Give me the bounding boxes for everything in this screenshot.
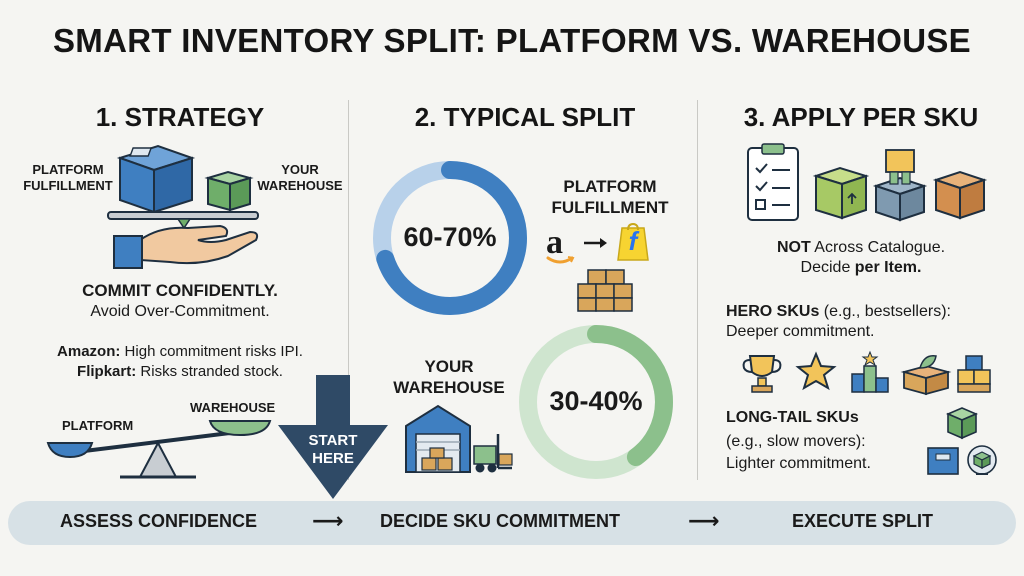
start-here-label: START HERE bbox=[308, 432, 358, 467]
flow-step-assess: ASSESS CONFIDENCE bbox=[60, 511, 258, 531]
long-tail-skus-label: LONG-TAIL SKUs bbox=[726, 409, 859, 426]
process-flow-bar bbox=[8, 501, 1016, 545]
long-tail-lighter-text: Lighter commitment. bbox=[726, 455, 871, 472]
long-tail-icons bbox=[927, 407, 997, 475]
seesaw-scale-icon bbox=[46, 420, 272, 479]
flow-step-decide: DECIDE SKU COMMITMENT bbox=[380, 511, 620, 531]
amazon-logo-icon: a bbox=[546, 224, 563, 261]
platform-share-ring bbox=[373, 161, 527, 315]
column-divider-2 bbox=[697, 100, 698, 480]
platform-fulfillment-heading: PLATFORM FULFILLMENT bbox=[551, 177, 669, 217]
strategy-heading: 1. STRATEGY bbox=[95, 102, 265, 132]
flow-step-execute: EXECUTE SPLIT bbox=[792, 511, 934, 531]
flipkart-logo-icon bbox=[617, 222, 649, 261]
amazon-risk-text: Amazon: High commitment risks IPI. bbox=[57, 343, 303, 360]
your-warehouse-label: YOUR WAREHOUSE bbox=[257, 162, 343, 193]
not-across-catalogue-text: NOT Across Catalogue. bbox=[776, 239, 946, 256]
hero-icons-row bbox=[742, 350, 991, 396]
your-warehouse-heading: YOUR WAREHOUSE bbox=[393, 357, 505, 397]
flipkart-letter: f bbox=[628, 226, 638, 256]
warehouse-percentage: 30-40% bbox=[549, 386, 643, 416]
amazon-smile-icon bbox=[546, 256, 575, 264]
scale-platform-label: PLATFORM bbox=[62, 418, 134, 433]
stacked-boxes-icon bbox=[577, 269, 633, 312]
typical-split-heading: 2. TYPICAL SPLIT bbox=[414, 102, 636, 132]
arrow-right-icon bbox=[584, 238, 607, 248]
platform-percentage: 60-70% bbox=[403, 222, 497, 252]
start-here-arrow-icon bbox=[278, 375, 388, 499]
page-title: SMART INVENTORY SPLIT: PLATFORM VS. WARE… bbox=[52, 22, 971, 59]
platform-fulfillment-label: PLATFORM FULFILLMENT bbox=[23, 162, 113, 193]
sku-boxes-icon bbox=[747, 143, 988, 222]
long-tail-example-text: (e.g., slow movers): bbox=[726, 433, 866, 450]
flipkart-risk-text: Flipkart: Risks stranded stock. bbox=[77, 363, 283, 380]
flow-arrow-1-icon: ⟶ bbox=[312, 508, 344, 533]
decide-per-item-text: Decide per Item. bbox=[800, 259, 922, 276]
flow-arrow-2-icon: ⟶ bbox=[688, 508, 720, 533]
avoid-overcommitment-text: Avoid Over-Commitment. bbox=[90, 303, 270, 320]
apply-per-sku-heading: 3. APPLY PER SKU bbox=[743, 102, 979, 132]
warehouse-forklift-icon bbox=[405, 404, 513, 473]
warehouse-share-ring bbox=[519, 325, 673, 479]
column-divider-1 bbox=[348, 100, 349, 480]
hand-balance-icon bbox=[107, 144, 259, 269]
hero-skus-text: HERO SKUs (e.g., bestsellers): bbox=[726, 303, 951, 320]
hero-deeper-text: Deeper commitment. bbox=[726, 323, 875, 340]
commit-confidently-text: COMMIT CONFIDENTLY. bbox=[82, 281, 278, 300]
warehouse-ring-fill bbox=[519, 325, 673, 479]
platform-ring-fill bbox=[373, 161, 527, 315]
scale-warehouse-label: WAREHOUSE bbox=[190, 400, 276, 415]
